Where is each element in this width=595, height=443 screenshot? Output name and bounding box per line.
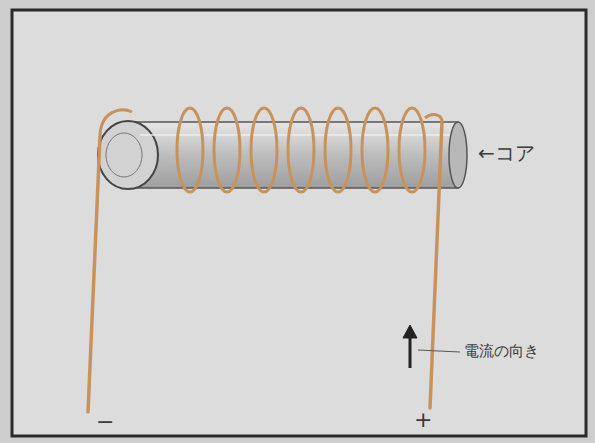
minus-terminal: −: [96, 410, 114, 434]
card-border: [12, 10, 586, 436]
plus-terminal: +: [414, 408, 432, 432]
iron-core: [98, 121, 467, 189]
current-arrow: [403, 325, 417, 368]
lead-wires: [88, 122, 442, 412]
coil-winding: [100, 108, 442, 192]
current-direction-label: 電流の向き: [464, 343, 539, 360]
core-label: ←コア: [478, 142, 535, 164]
leader-line: [418, 350, 460, 352]
